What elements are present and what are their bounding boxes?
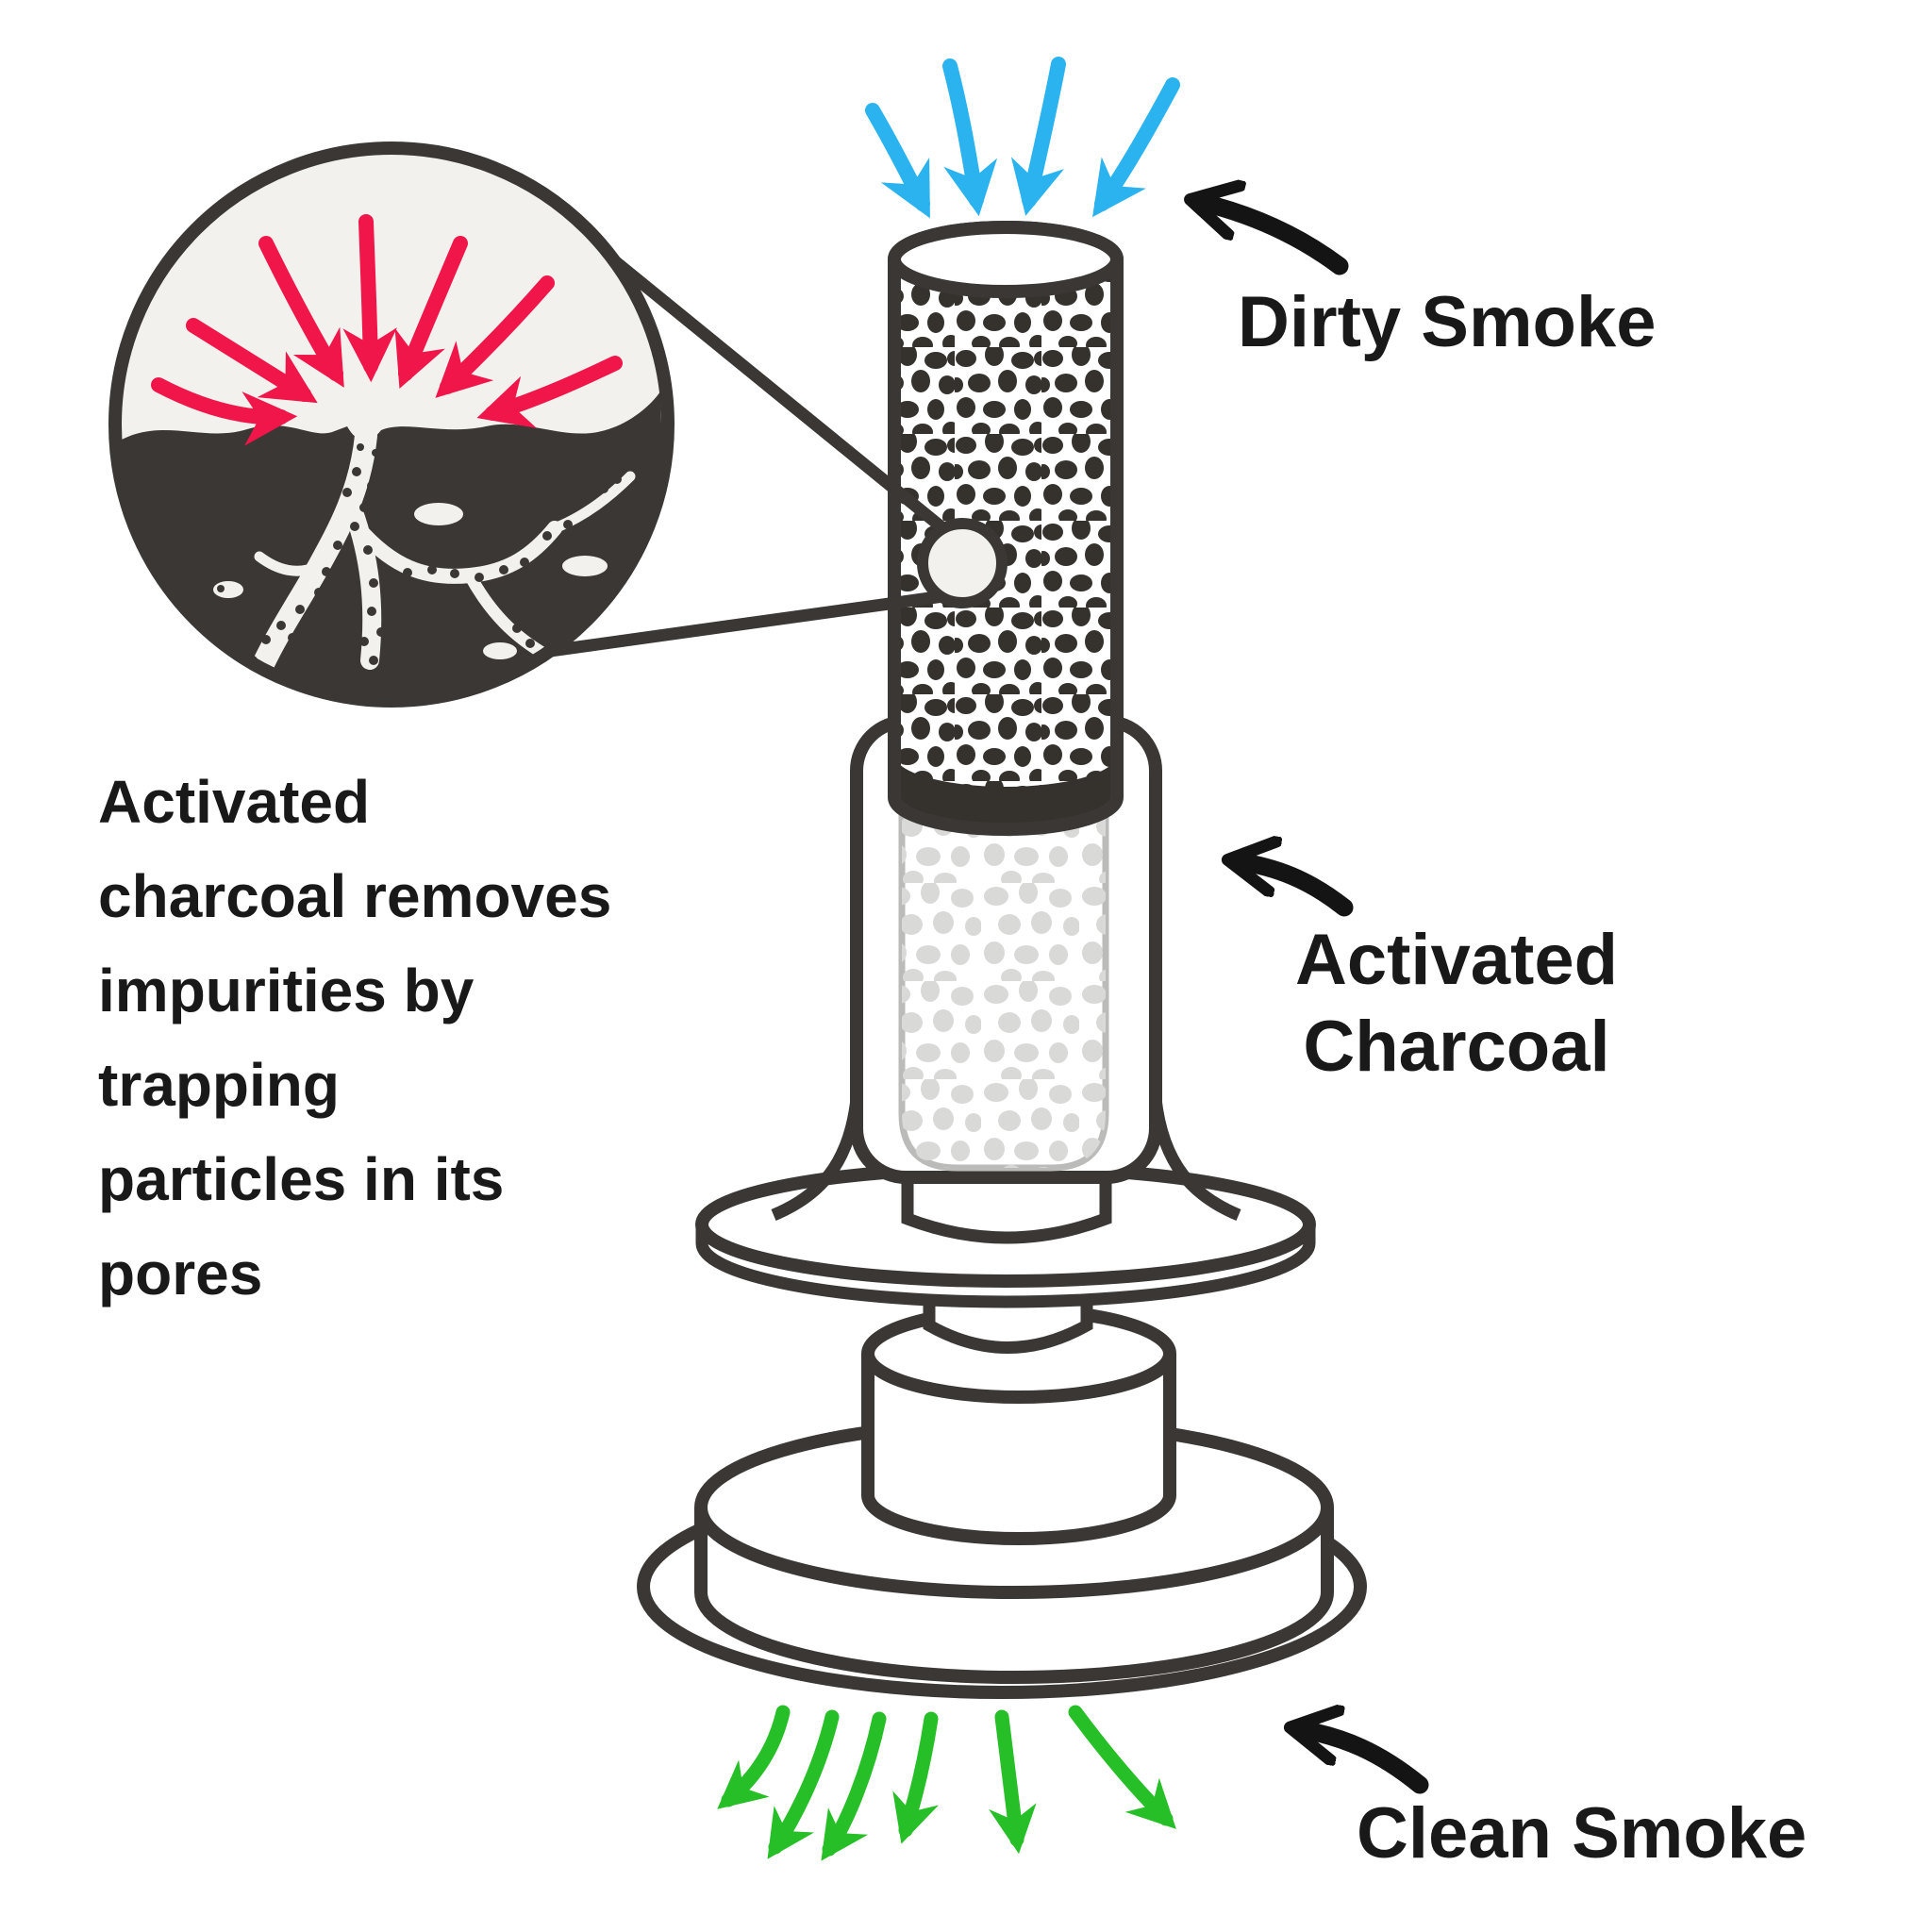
annotation-line: pores: [98, 1240, 263, 1307]
annotation-line: particles in its: [98, 1145, 505, 1213]
device-stem: [901, 1170, 1112, 1244]
tube-air-hole: [917, 518, 1008, 608]
clean-smoke-arrows-icon: [717, 1705, 1176, 1861]
charcoal-tube: [888, 221, 1124, 836]
impurity-arrows-icon: [151, 214, 623, 446]
annotation-line: Activated: [98, 768, 371, 836]
annotation-line: charcoal removes: [98, 862, 612, 930]
filtered-column: [898, 789, 1109, 1172]
magnifier-callout-lines: [543, 242, 952, 658]
charcoal-tube-bottom-cap: [894, 755, 1117, 829]
pore-annotation: Activated charcoal removes impurities by…: [98, 755, 611, 1321]
dirty-smoke-arrow-icon: [1200, 202, 1349, 275]
tube-mouth: [888, 221, 1124, 298]
dirty-smoke-arrows-icon: [865, 57, 1180, 219]
activated-charcoal-arrow-icon: [1238, 861, 1354, 917]
annotation-line: trapping: [98, 1051, 340, 1119]
dirty-smoke-label: Dirty Smoke: [1238, 282, 1657, 362]
clean-smoke-arrow-icon: [1300, 1729, 1429, 1794]
sleeve-skirt-left: [771, 1098, 863, 1221]
pore-closeup-icon: [108, 142, 675, 708]
clean-smoke-label: Clean Smoke: [1357, 1793, 1807, 1874]
label-arrows: [1200, 202, 1429, 1794]
activated-charcoal-label: Activated Charcoal: [1294, 920, 1619, 1087]
annotation-line: impurities by: [98, 957, 475, 1024]
sleeve-skirt-right: [1149, 1098, 1241, 1221]
